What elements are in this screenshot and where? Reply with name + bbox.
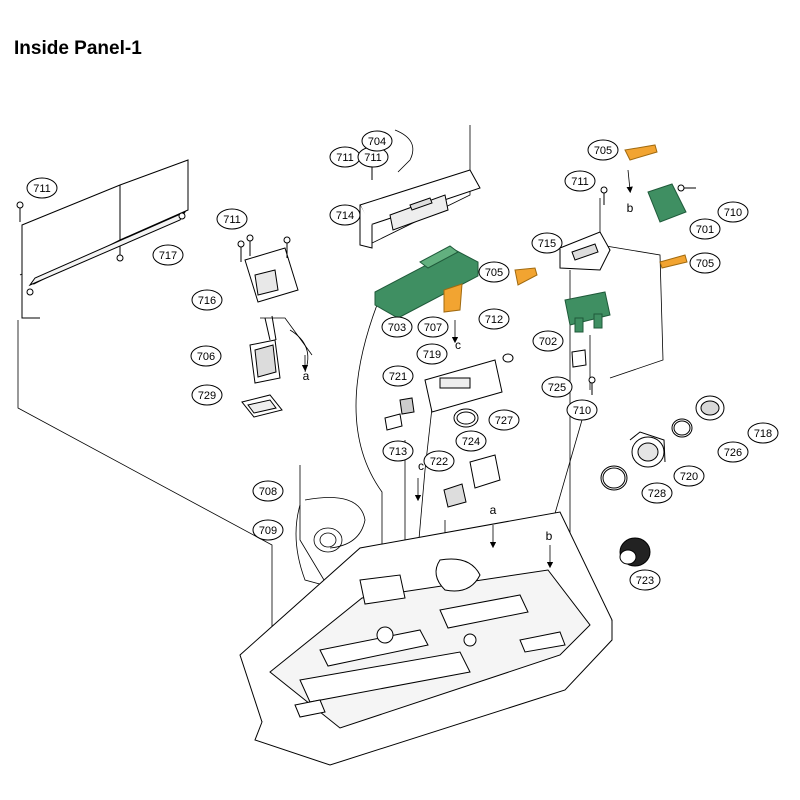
callout-705: 705 [587, 139, 619, 161]
callout-710: 710 [717, 201, 749, 223]
callout-713: 713 [382, 440, 414, 462]
callout-label: 720 [680, 471, 698, 483]
callout-label: 716 [198, 295, 216, 307]
callout-727: 727 [488, 409, 520, 431]
small-parts [384, 349, 587, 508]
callout-label: 728 [648, 488, 666, 500]
callout-label: 713 [389, 446, 407, 458]
callout-711: 711 [26, 177, 58, 199]
ref-letter-a: a [303, 369, 310, 383]
callout-label: 718 [754, 428, 772, 440]
callout-label: 711 [33, 183, 51, 195]
flex-cables-705 [514, 144, 688, 286]
callout-group: 711 711 711 711 711 704 714 717 716 706 729 703 707 7… [26, 130, 779, 591]
part-701-green-board [647, 183, 687, 223]
callout-label: 721 [389, 371, 407, 383]
callout-705: 705 [689, 252, 721, 274]
callout-label: 725 [548, 382, 566, 394]
callout-715: 715 [531, 232, 563, 254]
callout-719: 719 [416, 343, 448, 365]
callout-label: 704 [368, 136, 386, 148]
callout-label: 711 [336, 152, 354, 164]
callout-label: 712 [485, 314, 503, 326]
callout-706: 706 [190, 345, 222, 367]
ref-letter-b: b [546, 529, 553, 543]
callout-label: 706 [197, 351, 215, 363]
callout-717: 717 [152, 244, 184, 266]
callout-721: 721 [382, 365, 414, 387]
callout-label: 711 [571, 176, 589, 188]
callout-711: 711 [216, 208, 248, 230]
screws [16, 159, 696, 395]
callout-label: 708 [259, 486, 277, 498]
callout-712: 712 [478, 308, 510, 330]
arrows [301, 169, 633, 569]
callout-701: 701 [689, 218, 721, 240]
callout-label: 707 [424, 322, 442, 334]
callout-label: 717 [159, 250, 177, 262]
callout-704: 704 [361, 130, 393, 152]
part-715-bracket [559, 231, 611, 271]
callout-724: 724 [455, 430, 487, 452]
callout-label: 719 [423, 349, 441, 361]
callout-label: 711 [364, 152, 382, 164]
callout-723: 723 [629, 569, 661, 591]
callout-726: 726 [717, 441, 749, 463]
callout-label: 710 [724, 207, 742, 219]
callout-label: 714 [336, 210, 354, 222]
ref-letter-c: c [455, 338, 461, 352]
reference-letters: a a b b c c [303, 201, 634, 543]
part-706-assembly [241, 247, 309, 418]
part-703-green-board [374, 245, 479, 319]
callout-label: 711 [223, 214, 241, 226]
callout-718: 718 [747, 422, 779, 444]
callout-703: 703 [381, 316, 413, 338]
lens-parts [600, 395, 725, 567]
callout-label: 727 [495, 415, 513, 427]
callout-725: 725 [541, 376, 573, 398]
callout-708: 708 [252, 480, 284, 502]
callout-714: 714 [329, 204, 361, 226]
callout-711: 711 [564, 170, 596, 192]
callout-label: 702 [539, 336, 557, 348]
part-702-green-board [564, 291, 611, 333]
ref-letter-a: a [490, 503, 497, 517]
callout-label: 723 [636, 575, 654, 587]
callout-711: 711 [329, 146, 361, 168]
page-title: Inside Panel-1 [14, 38, 142, 59]
callout-709: 709 [252, 519, 284, 541]
callout-label: 703 [388, 322, 406, 334]
callout-label: 729 [198, 390, 216, 402]
ref-letter-b: b [627, 201, 634, 215]
callout-707: 707 [417, 316, 449, 338]
callout-705: 705 [478, 261, 510, 283]
callout-711: 711 [357, 146, 389, 168]
callout-720: 720 [673, 465, 705, 487]
callout-710: 710 [566, 399, 598, 421]
callout-label: 709 [259, 525, 277, 537]
part-717-rail [21, 159, 189, 319]
callout-label: 715 [538, 238, 556, 250]
callout-label: 705 [696, 258, 714, 270]
callout-label: 726 [724, 447, 742, 459]
callout-label: 701 [696, 224, 714, 236]
callout-label: 722 [430, 456, 448, 468]
callout-label: 724 [462, 436, 480, 448]
callout-716: 716 [191, 289, 223, 311]
cable-708-709 [295, 497, 366, 596]
callout-702: 702 [532, 330, 564, 352]
callout-722: 722 [423, 450, 455, 472]
main-chassis [239, 511, 613, 766]
callout-label: 710 [573, 405, 591, 417]
callout-729: 729 [191, 384, 223, 406]
callout-label: 705 [594, 145, 612, 157]
part-714-bracket [359, 129, 481, 249]
callout-label: 705 [485, 267, 503, 279]
ref-letter-c: c [418, 459, 424, 473]
callout-728: 728 [641, 482, 673, 504]
